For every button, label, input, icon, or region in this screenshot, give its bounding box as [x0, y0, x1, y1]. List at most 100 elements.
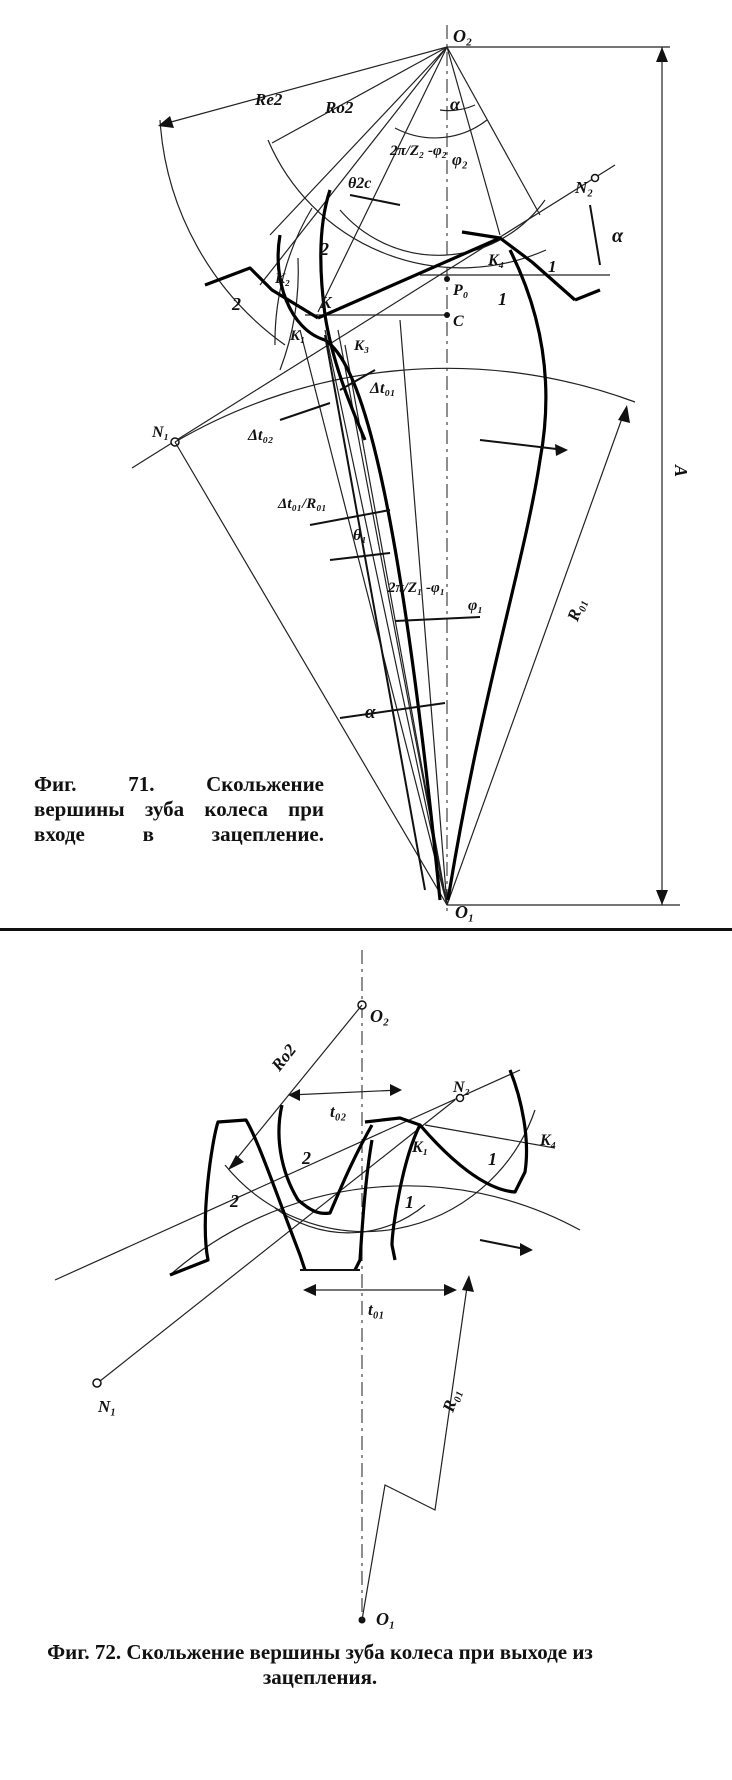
label-c: C — [453, 313, 464, 330]
label-dt01-over-r01: Δt₀₁/R₀₁ — [277, 496, 327, 512]
phi1-arrow — [394, 616, 481, 622]
figure-72: O₂ Ro2 t₀₂ N₂ K₁ K₄ 2 2 1 1 t₀₁ N₁ R₀₁ O… — [0, 930, 732, 1780]
ray-o1-k2 — [299, 329, 448, 906]
arc-ro2 — [267, 139, 547, 269]
label-one-a: 1 — [548, 257, 557, 276]
line-n1-n2 — [94, 1099, 456, 1386]
label-twopi-z2: 2π/Z₂ -φ₂ — [389, 143, 447, 159]
rotation-arrowhead — [555, 444, 568, 456]
dimension-a-arrow-top — [656, 47, 668, 62]
arc-inner-72 — [274, 1204, 426, 1234]
ray-o2-k — [259, 46, 448, 286]
ro2-radius-72 — [229, 1004, 363, 1168]
arc-re2 — [159, 119, 286, 346]
ray-o2-k3 — [317, 46, 448, 313]
line-of-action — [131, 164, 616, 469]
ray-o1-k1 — [337, 329, 448, 906]
t01-arrow-right — [444, 1284, 457, 1296]
label-o1: O₁ — [455, 902, 474, 922]
r01-dimension-72 — [361, 1279, 469, 1621]
figure-divider — [0, 928, 732, 931]
label-alpha-top: α — [450, 94, 461, 114]
label-n1-72: N₁ — [97, 1397, 116, 1416]
label-one-b-72: 1 — [405, 1192, 414, 1212]
label-k1-72: K₁ — [411, 1139, 428, 1156]
label-k2: K₂ — [274, 271, 290, 287]
alpha-right-arrow — [589, 204, 601, 266]
line-k-k4 — [317, 236, 501, 320]
dt01r01-arrow — [309, 509, 391, 526]
alpha-bottom-arrow — [339, 702, 446, 719]
arc-inner-top — [339, 199, 546, 256]
label-t01: t₀₁ — [368, 1300, 385, 1319]
re2-radius — [159, 46, 448, 126]
ray-n1-o1 — [174, 441, 448, 906]
t02-arrow-right — [390, 1084, 402, 1096]
theta2c-arrow — [349, 194, 401, 206]
label-ro2-72: Ro2 — [267, 1040, 300, 1075]
theta1-arrow — [329, 552, 391, 561]
figure-72-drawing: O₂ Ro2 t₀₂ N₂ K₁ K₄ 2 2 1 1 t₀₁ N₁ R₀₁ O… — [54, 950, 581, 1629]
label-r01: R₀₁ — [563, 595, 589, 624]
point-n2 — [590, 173, 600, 183]
tooth-profile-2-left — [276, 234, 442, 901]
point-c — [444, 312, 450, 318]
label-n1: N₁ — [151, 424, 169, 441]
label-phi1: φ₁ — [468, 597, 483, 614]
label-theta1: θ₁ — [353, 527, 367, 544]
label-o2: O₂ — [453, 26, 472, 46]
t02-arrow-left — [288, 1089, 300, 1101]
t02-line — [289, 1089, 401, 1096]
tooth-profile-2-tip — [204, 266, 319, 320]
figure-71-drawing: O₂ O₁ Re2 Ro2 α 2π/Z₂ -φ₂ φ₂ θ2c N₂ α K₄… — [131, 25, 691, 922]
label-k3: K₃ — [353, 338, 369, 354]
label-twopi-z1: 2π/Z₁ -φ₁ — [387, 580, 445, 596]
tooth-2-right — [277, 1104, 374, 1216]
tooth-profile-1-tip — [461, 230, 577, 302]
label-re2: Re2 — [254, 90, 283, 109]
label-dt02: Δt₀₂ — [247, 427, 274, 444]
r01-radius — [446, 409, 626, 906]
label-theta2c: θ2c — [348, 175, 371, 192]
label-p0: P₀ — [452, 282, 468, 299]
arc-ro2-72 — [224, 1109, 536, 1233]
label-k1: K₁ — [289, 328, 305, 344]
point-n1-72 — [92, 1378, 102, 1388]
label-r01-72: R₀₁ — [438, 1386, 464, 1415]
ro2-radius — [271, 46, 448, 144]
t01-arrow-left — [303, 1284, 316, 1296]
label-dt01: Δt₀₁ — [369, 380, 396, 397]
label-k4: K₄ — [487, 252, 504, 269]
rotation-arrow — [479, 439, 566, 451]
label-o2-72: O₂ — [370, 1006, 389, 1026]
tooth-flank-line — [324, 334, 426, 891]
ray-o2-n2 — [446, 46, 541, 216]
label-two-b: 2 — [231, 294, 241, 314]
ro2-arrow-72 — [228, 1155, 244, 1170]
figure-71-caption: Фиг. 71. Скольжение вершины зуба колеса … — [34, 772, 324, 846]
label-a: A — [671, 464, 691, 477]
re2-arrow — [158, 116, 174, 128]
label-k4-72: K₄ — [539, 1132, 556, 1149]
r01-arrow-72 — [462, 1275, 474, 1292]
label-n2-72: N₂ — [452, 1079, 470, 1096]
rotation-arrowhead-72 — [520, 1243, 533, 1256]
label-alpha-bottom: α — [365, 702, 376, 723]
tooth-1-left-flank — [353, 1139, 374, 1271]
point-n2-72 — [455, 1093, 465, 1103]
ray-o2-left — [269, 46, 448, 236]
label-alpha-right: α — [612, 225, 624, 247]
ray-o2-k4 — [446, 46, 501, 236]
arc-r01 — [174, 367, 636, 443]
r01-arrow — [618, 405, 630, 423]
tooth-1-right — [418, 1069, 529, 1194]
point-p0 — [444, 276, 450, 282]
tooth-profile-1 — [446, 249, 548, 901]
label-o1-72: O₁ — [376, 1609, 395, 1629]
label-ro2: Ro2 — [324, 98, 354, 117]
label-two-a-72: 2 — [301, 1148, 311, 1168]
figure-71: O₂ O₁ Re2 Ro2 α 2π/Z₂ -φ₂ φ₂ θ2c N₂ α K₄… — [34, 25, 691, 922]
label-k: K — [319, 293, 333, 312]
arc-base-72 — [169, 1185, 581, 1276]
label-n2: N₂ — [574, 178, 593, 197]
